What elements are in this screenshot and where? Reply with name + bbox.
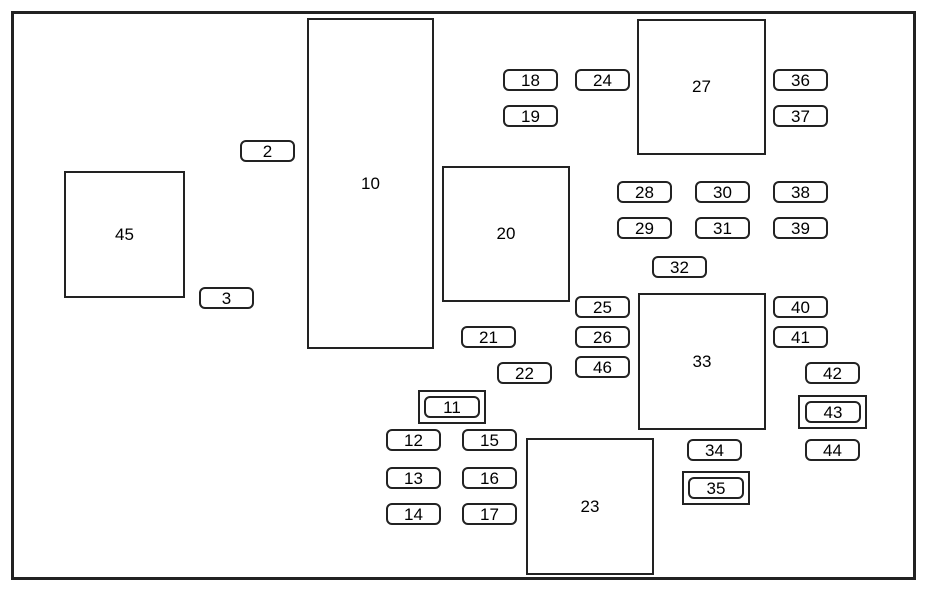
- fuse-35: 35: [688, 477, 744, 499]
- fuse-42: 42: [805, 362, 860, 384]
- fuse-41: 41: [773, 326, 828, 348]
- fuse-21: 21: [461, 326, 516, 348]
- fuse-37: 37: [773, 105, 828, 127]
- fuse-39: 39: [773, 217, 828, 239]
- relay-33: 33: [638, 293, 766, 430]
- fuse-22: 22: [497, 362, 552, 384]
- fuse-32: 32: [652, 256, 707, 278]
- fuse-18: 18: [503, 69, 558, 91]
- fuse-38: 38: [773, 181, 828, 203]
- fuse-11: 11: [424, 396, 480, 418]
- fuse-29: 29: [617, 217, 672, 239]
- fuse-36: 36: [773, 69, 828, 91]
- fuse-14: 14: [386, 503, 441, 525]
- fuse-26: 26: [575, 326, 630, 348]
- fuse-31: 31: [695, 217, 750, 239]
- relay-45: 45: [64, 171, 185, 298]
- fuse-46: 46: [575, 356, 630, 378]
- fuse-15: 15: [462, 429, 517, 451]
- relay-20: 20: [442, 166, 570, 302]
- fuse-44: 44: [805, 439, 860, 461]
- fuse-34: 34: [687, 439, 742, 461]
- relay-23: 23: [526, 438, 654, 575]
- relay-10: 10: [307, 18, 434, 349]
- fuse-17: 17: [462, 503, 517, 525]
- fuse-12: 12: [386, 429, 441, 451]
- fuse-25: 25: [575, 296, 630, 318]
- fuse-40: 40: [773, 296, 828, 318]
- fuse-24: 24: [575, 69, 630, 91]
- fuse-43: 43: [805, 401, 861, 423]
- fuse-30: 30: [695, 181, 750, 203]
- fuse-13: 13: [386, 467, 441, 489]
- fuse-19: 19: [503, 105, 558, 127]
- fuse-28: 28: [617, 181, 672, 203]
- fuse-2: 2: [240, 140, 295, 162]
- fuse-16: 16: [462, 467, 517, 489]
- fuse-3: 3: [199, 287, 254, 309]
- relay-27: 27: [637, 19, 766, 155]
